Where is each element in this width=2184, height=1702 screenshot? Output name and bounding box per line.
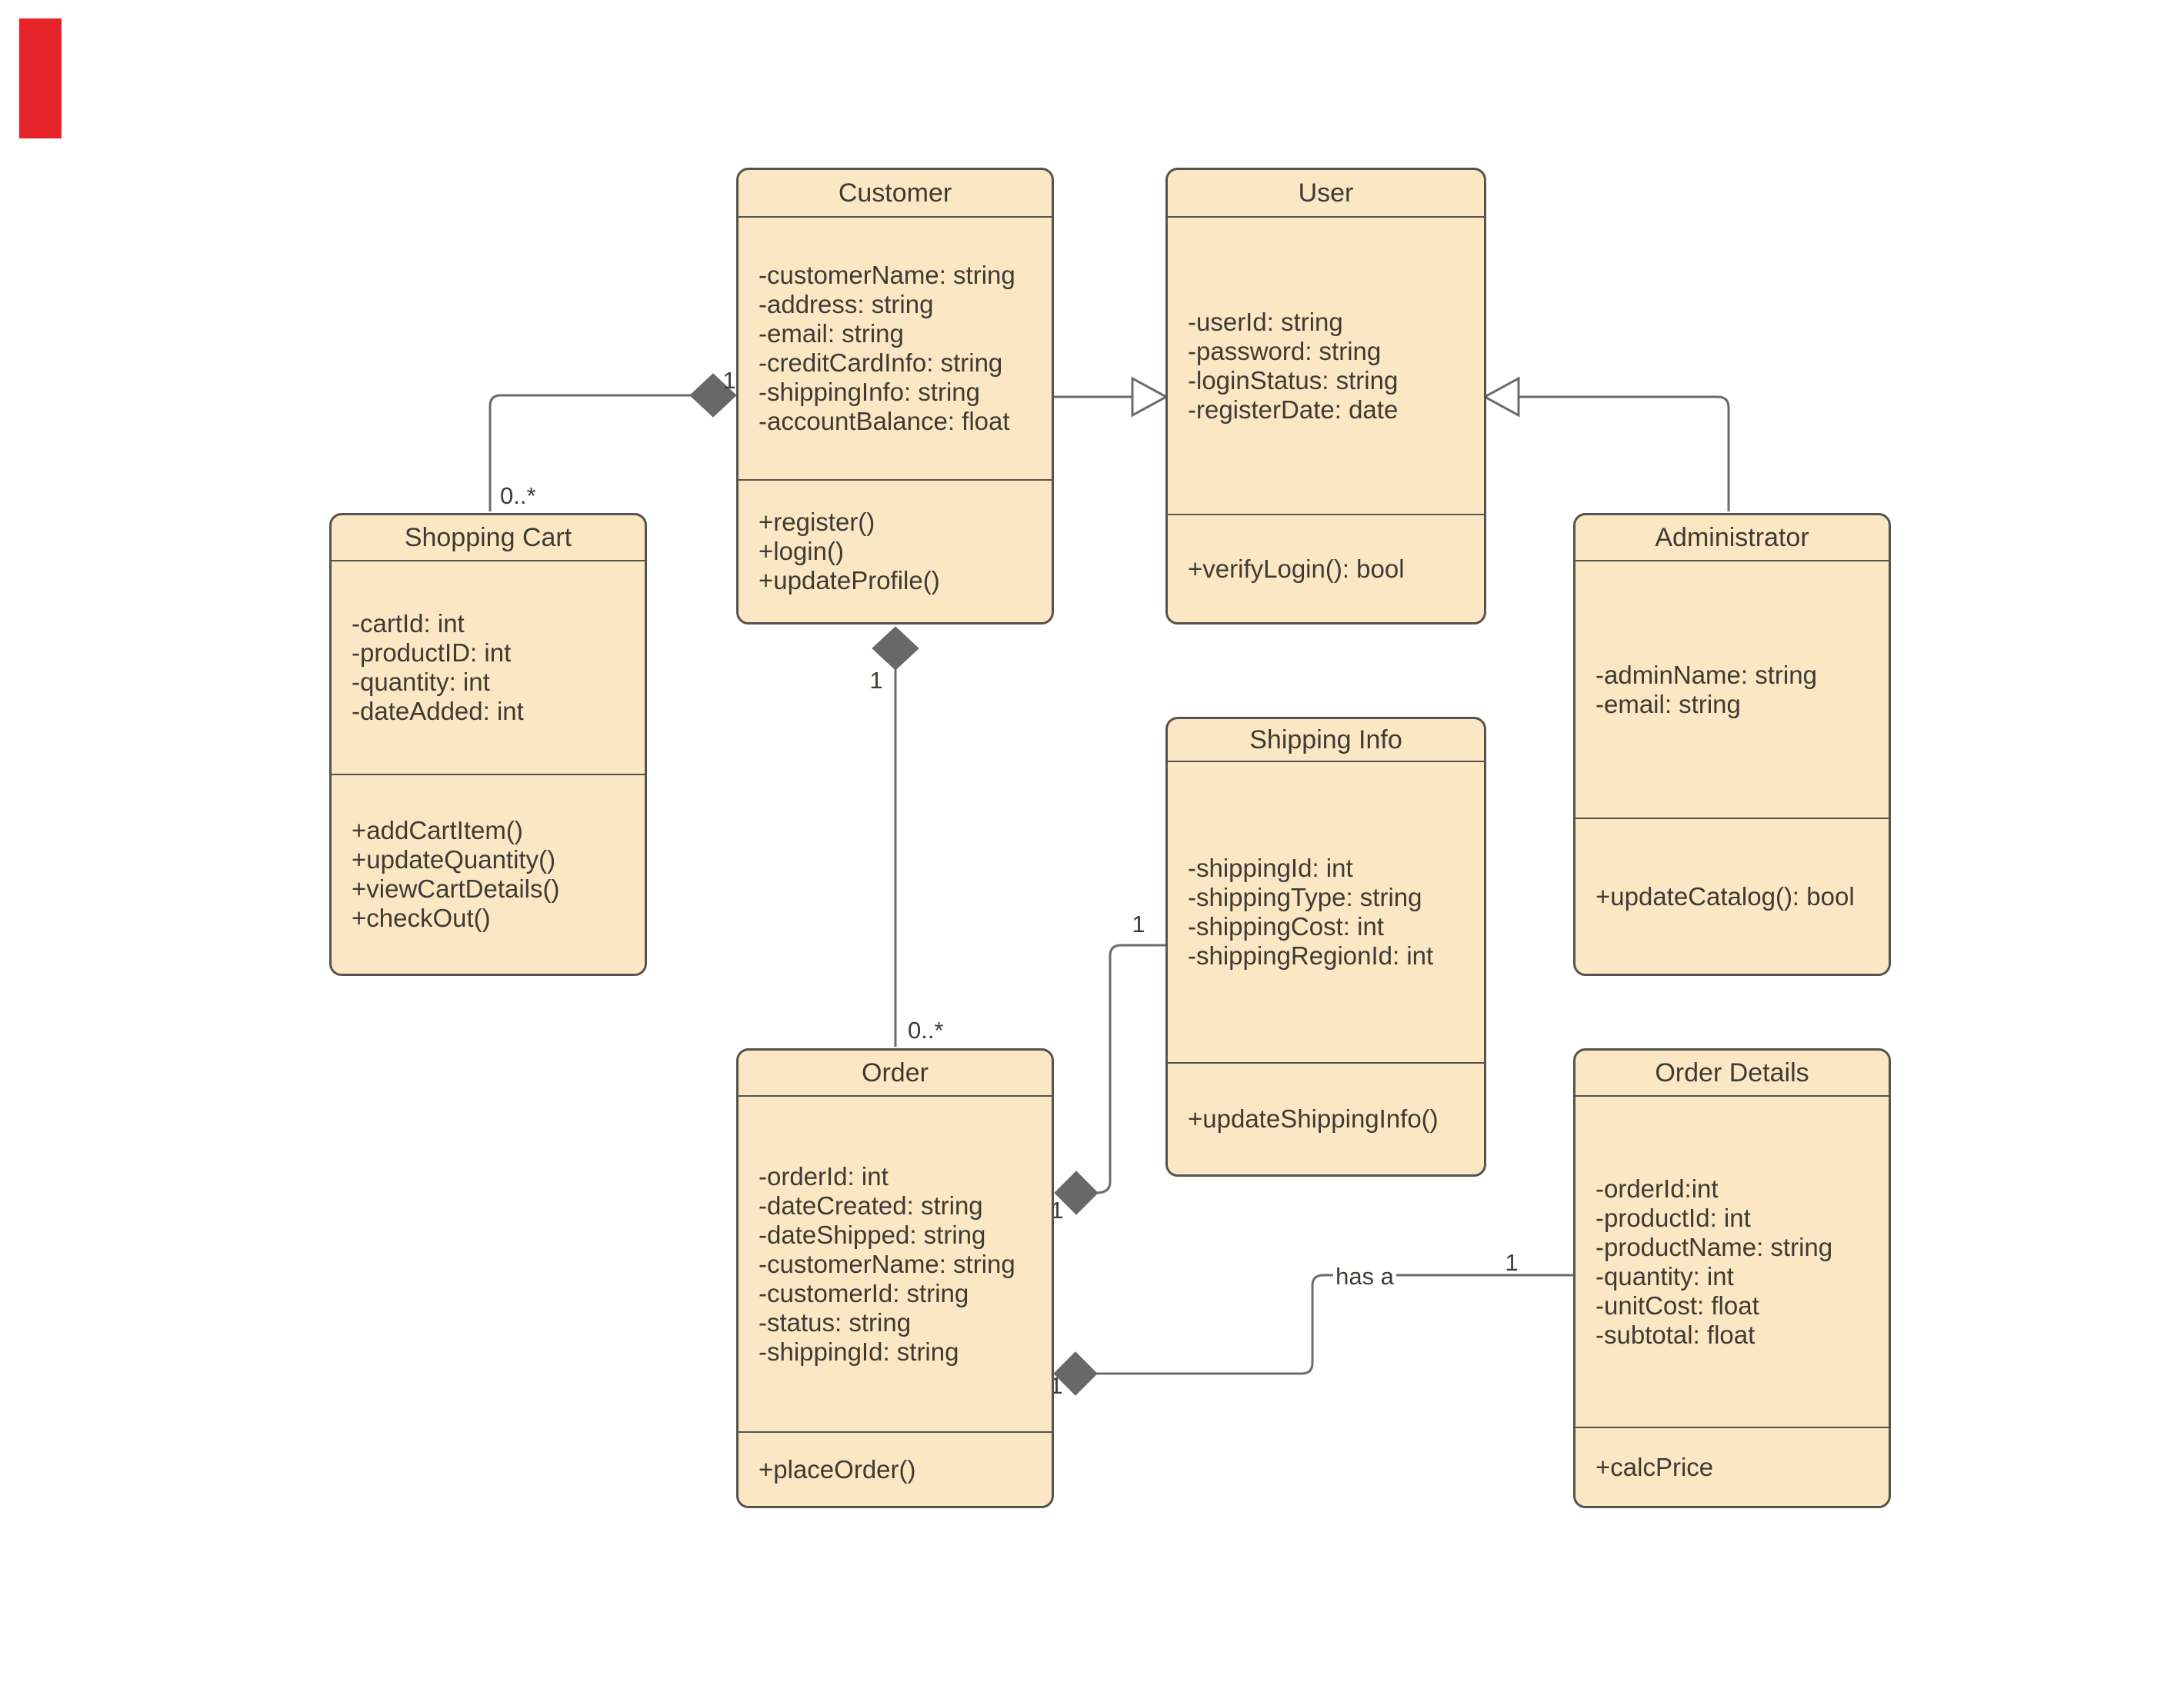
class-administrator[interactable]: Administrator -adminName: string-email: …: [1573, 513, 1891, 976]
class-shipping-info-methods: +updateShippingInfo(): [1168, 1064, 1484, 1174]
composition-diamond-customer-left: [689, 373, 737, 418]
member-row: -cartId: int: [352, 609, 465, 638]
class-shopping-cart-methods: +addCartItem()+updateQuantity()+viewCart…: [332, 775, 645, 974]
member-row: -shippingRegionId: int: [1188, 941, 1434, 970]
multiplicity-customer-bottom: 1: [869, 667, 882, 694]
edge-order-orderdetails[interactable]: [1095, 1274, 1574, 1375]
class-order-details-attributes: -orderId:int-productId: int-productName:…: [1575, 1097, 1889, 1428]
member-row: -email: string: [1595, 689, 1741, 718]
member-row: -quantity: int: [352, 668, 490, 696]
member-row: +register(): [759, 508, 875, 536]
has-a-label-background: [1333, 1263, 1396, 1289]
class-shipping-info[interactable]: Shipping Info -shippingId: int-shippingT…: [1165, 717, 1486, 1177]
member-row: -subtotal: float: [1595, 1320, 1756, 1349]
member-row: -shippingInfo: string: [759, 378, 980, 406]
member-row: -userId: string: [1188, 307, 1343, 336]
member-row: +updateQuantity(): [352, 845, 556, 874]
multiplicity-cart-top: 0..*: [500, 482, 536, 509]
class-order-attributes: -orderId: int-dateCreated: string-dateSh…: [739, 1097, 1052, 1433]
member-row: -dateCreated: string: [759, 1191, 983, 1220]
member-row: -address: string: [759, 290, 934, 318]
member-row: -password: string: [1188, 336, 1382, 365]
multiplicity-customer-left: 1: [722, 367, 735, 394]
composition-diamond-order-details: [1053, 1351, 1098, 1396]
member-row: +addCartItem(): [352, 816, 523, 844]
class-order-methods: +placeOrder(): [739, 1433, 1052, 1506]
member-row: -status: string: [759, 1307, 912, 1337]
class-user-attributes: -userId: string-password: string-loginSt…: [1168, 218, 1484, 515]
member-row: -registerDate: date: [1188, 395, 1399, 424]
class-user-title: User: [1168, 170, 1484, 218]
has-a-label: has a: [1335, 1263, 1395, 1290]
composition-diamond-order-shipping: [1054, 1171, 1099, 1215]
edge-cart-customer[interactable]: [488, 394, 692, 511]
member-row: -shippingId: string: [759, 1337, 959, 1366]
member-row: -customerName: string: [759, 261, 1015, 289]
member-row: -productId: int: [1595, 1203, 1751, 1232]
member-row: -orderId: int: [759, 1161, 889, 1191]
member-row: -adminName: string: [1595, 660, 1817, 689]
multiplicity-shipping-info: 1: [1132, 911, 1145, 938]
generalization-triangle-user-left: [1131, 376, 1169, 418]
class-administrator-attributes: -adminName: string-email: string: [1575, 561, 1889, 819]
multiplicity-order-top: 0..*: [908, 1017, 944, 1044]
edge-order-shipping[interactable]: [1095, 944, 1167, 1194]
member-row: -accountBalance: float: [759, 407, 1010, 435]
class-order-details[interactable]: Order Details -orderId:int-productId: in…: [1573, 1048, 1891, 1508]
class-shopping-cart[interactable]: Shopping Cart -cartId: int-productID: in…: [329, 513, 647, 976]
class-shipping-info-attributes: -shippingId: int-shippingType: string-sh…: [1168, 762, 1484, 1064]
member-row: +login(): [759, 537, 844, 565]
member-row: -email: string: [759, 319, 904, 348]
member-row: +calcPrice: [1595, 1452, 1714, 1481]
member-row: -loginStatus: string: [1188, 365, 1399, 395]
edge-admin-user[interactable]: [1519, 395, 1730, 511]
member-row: -dateShipped: string: [759, 1220, 986, 1249]
corner-red-marker: [19, 18, 62, 138]
class-user-methods: +verifyLogin(): bool: [1168, 515, 1484, 622]
class-order[interactable]: Order -orderId: int-dateCreated: string-…: [736, 1048, 1054, 1508]
class-customer-methods: +register()+login()+updateProfile(): [739, 481, 1052, 622]
class-order-details-title: Order Details: [1575, 1051, 1889, 1097]
member-row: +viewCartDetails(): [352, 874, 560, 903]
member-row: +updateCatalog(): bool: [1595, 881, 1855, 911]
member-row: -customerId: string: [759, 1278, 969, 1307]
member-row: -dateAdded: int: [352, 697, 524, 725]
class-customer-title: Customer: [739, 170, 1052, 218]
class-shopping-cart-attributes: -cartId: int-productID: int-quantity: in…: [332, 561, 645, 775]
member-row: -shippingType: string: [1188, 883, 1422, 911]
member-row: -productName: string: [1595, 1232, 1833, 1261]
member-row: -unitCost: float: [1595, 1291, 1759, 1320]
member-row: +updateShippingInfo(): [1188, 1104, 1439, 1133]
class-customer-attributes: -customerName: string-address: string-em…: [739, 218, 1052, 481]
class-order-details-methods: +calcPrice: [1575, 1428, 1889, 1506]
class-order-title: Order: [739, 1051, 1052, 1097]
member-row: +verifyLogin(): bool: [1188, 554, 1405, 583]
class-shopping-cart-title: Shopping Cart: [332, 515, 645, 561]
member-row: +placeOrder(): [759, 1454, 916, 1484]
generalization-triangle-user-right: [1482, 376, 1520, 418]
member-row: -shippingCost: int: [1188, 912, 1384, 941]
member-row: -orderId:int: [1595, 1174, 1719, 1203]
class-customer[interactable]: Customer -customerName: string-address: …: [736, 168, 1054, 625]
class-administrator-title: Administrator: [1575, 515, 1889, 561]
member-row: -customerName: string: [759, 1249, 1015, 1278]
class-user[interactable]: User -userId: string-password: string-lo…: [1165, 168, 1486, 625]
class-administrator-methods: +updateCatalog(): bool: [1575, 819, 1889, 974]
member-row: +updateProfile(): [759, 566, 940, 595]
member-row: -productID: int: [352, 638, 512, 667]
multiplicity-order-details: 1: [1505, 1249, 1518, 1276]
member-row: -shippingId: int: [1188, 854, 1353, 882]
member-row: +checkOut(): [352, 904, 491, 932]
class-shipping-info-title: Shipping Info: [1168, 719, 1484, 762]
composition-diamond-customer-bottom: [872, 626, 919, 671]
member-row: -creditCardInfo: string: [759, 348, 1003, 377]
member-row: -quantity: int: [1595, 1261, 1734, 1291]
